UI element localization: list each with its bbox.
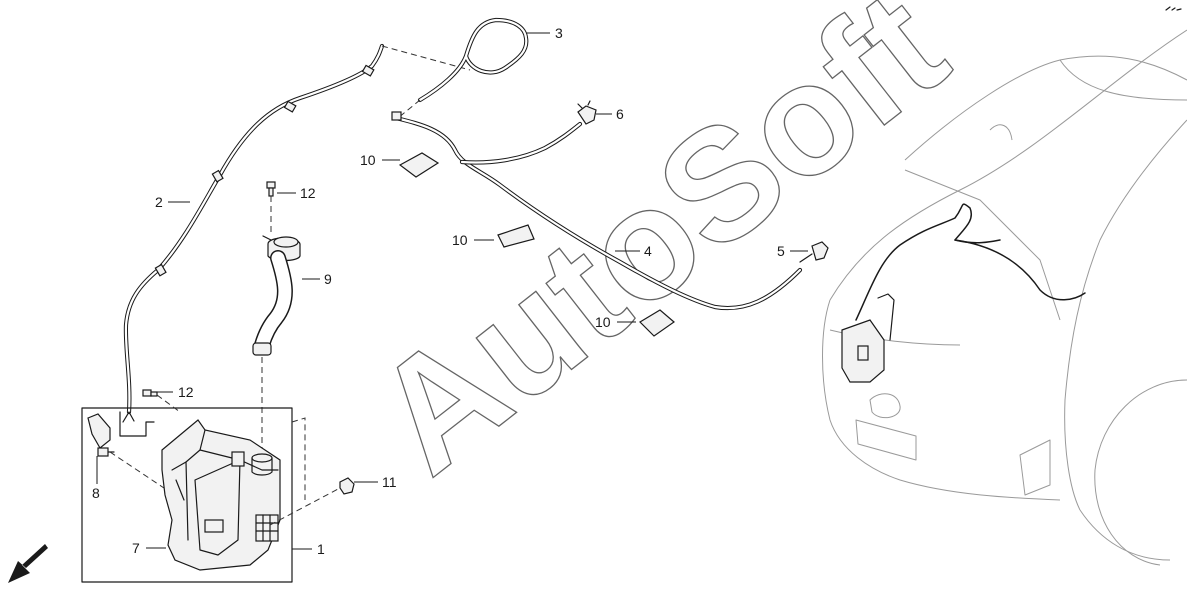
washer-hose-4 [391,111,803,311]
callout-1: 1 [317,541,325,557]
watermark: AutoSoft [342,0,977,507]
washer-pump-8 [87,411,155,457]
callout-5: 5 [777,243,785,259]
nut-11 [339,477,355,495]
front-direction-arrow-icon [8,544,48,583]
page-corner-mark-icon [1165,6,1182,11]
callout-12-lower: 12 [178,384,194,400]
gasket-10-lower [639,309,675,337]
gasket-10-upper [398,152,440,178]
callout-7: 7 [132,540,140,556]
washer-tank-7 [161,419,281,571]
washer-nozzle-5 [799,241,829,263]
assembly-box-1 [81,407,293,583]
bolt-12-upper [266,181,276,197]
callout-4: 4 [644,243,652,259]
filler-neck-9 [252,235,301,356]
watermark-text: AutoSoft [343,0,977,507]
washer-hose-3 [417,17,529,103]
vehicle-outline [822,29,1187,566]
callout-12-upper: 12 [300,185,316,201]
callout-8: 8 [92,485,100,501]
callout-3: 3 [555,25,563,41]
callout-10-lower: 10 [595,314,611,330]
callout-2: 2 [155,194,163,210]
washer-hose-2 [122,43,385,423]
callout-10-middle: 10 [452,232,468,248]
callout-10-upper: 10 [360,152,376,168]
callout-9: 9 [324,271,332,287]
callout-11: 11 [382,474,397,490]
hose-3-to-hose-4-dashline [397,99,421,119]
hose-2-to-hose-3-dashline [381,45,471,71]
gasket-10-middle [497,224,535,248]
callout-6: 6 [616,106,624,122]
bolt-12-lower [142,389,158,397]
washer-nozzle-6 [577,100,597,125]
